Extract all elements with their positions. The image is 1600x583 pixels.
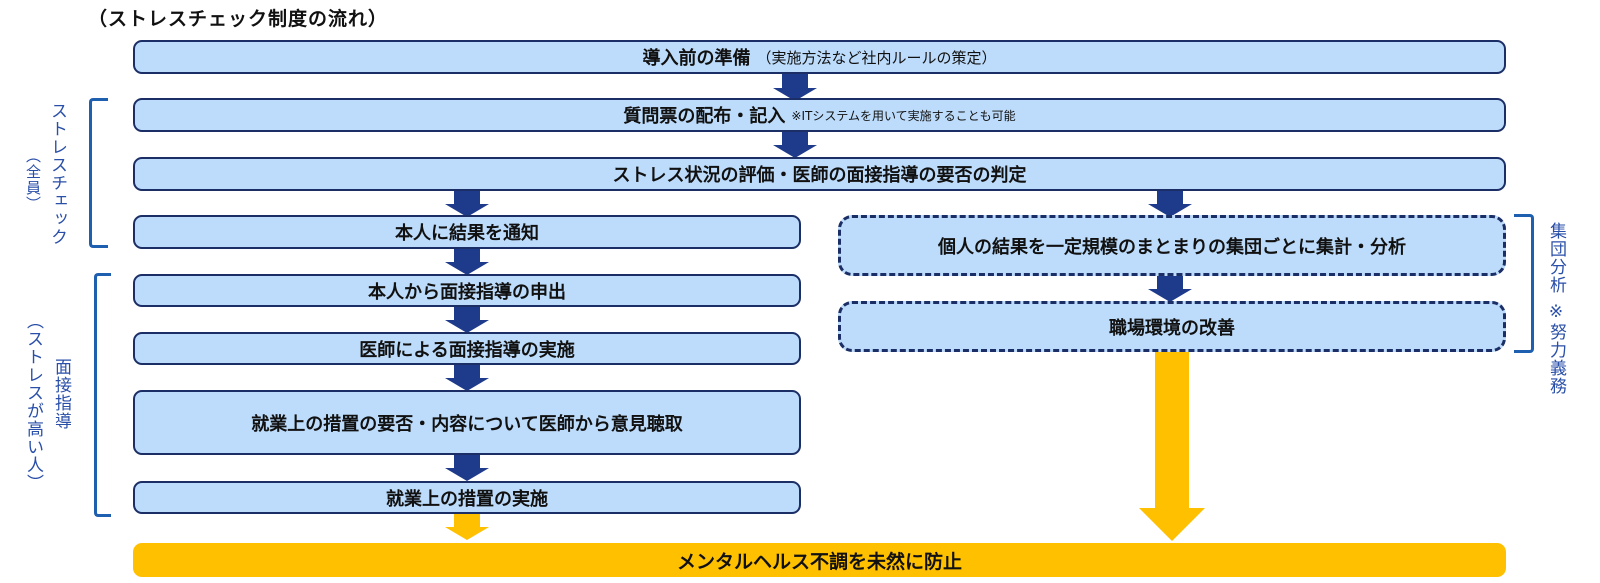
goal-label: メンタルヘルス不調を未然に防止: [676, 550, 962, 573]
step-questionnaire-label: 質問票の配布・記入: [623, 106, 786, 127]
group-analysis-label: 集団分析: [1546, 222, 1566, 294]
step-improvement: 職場環境の改善: [838, 301, 1506, 352]
stress-check-bracket: [89, 98, 108, 248]
step-interview: 医師による面接指導の実施: [133, 332, 801, 365]
step-opinion-label: 就業上の措置の要否・内容について医師から意見聴取: [251, 413, 683, 435]
step-notify: 本人に結果を通知: [133, 215, 801, 249]
step-opinion: 就業上の措置の要否・内容について医師から意見聴取: [133, 390, 801, 455]
stress-check-sublabel: （全員）: [24, 148, 42, 212]
goal-banner: メンタルヘルス不調を未然に防止: [133, 543, 1506, 577]
step-evaluation-label: ストレス状況の評価・医師の面接指導の要否の判定: [612, 165, 1027, 186]
interview-guidance-bracket: [94, 273, 111, 517]
step-group-analysis-label: 個人の結果を一定規模のまとまりの集団ごとに集計・分析: [938, 236, 1406, 258]
step-interview-label: 医師による面接指導の実施: [359, 339, 575, 361]
page-title: （ストレスチェック制度の流れ）: [88, 8, 389, 30]
stress-check-label: ストレスチェック: [47, 102, 67, 246]
step-evaluation: ストレス状況の評価・医師の面接指導の要否の判定: [133, 157, 1506, 191]
step-group-analysis: 個人の結果を一定規模のまとまりの集団ごとに集計・分析: [838, 215, 1506, 276]
step-improvement-label: 職場環境の改善: [1109, 317, 1235, 339]
step-questionnaire: 質問票の配布・記入 ※ITシステムを用いて実施することも可能: [133, 98, 1506, 132]
step-request-label: 本人から面接指導の申出: [368, 281, 566, 303]
step-measures: 就業上の措置の実施: [133, 481, 801, 514]
step-prep-label: 導入前の準備: [642, 48, 751, 69]
step-prep-sub: （実施方法など社内ルールの策定）: [756, 48, 997, 67]
group-analysis-sublabel: ※努力義務: [1546, 302, 1566, 395]
interview-guidance-sublabel: （ストレスが高い人）: [23, 312, 43, 492]
step-notify-label: 本人に結果を通知: [395, 223, 539, 244]
step-prep: 導入前の準備 （実施方法など社内ルールの策定）: [133, 40, 1506, 74]
step-questionnaire-note: ※ITシステムを用いて実施することも可能: [791, 108, 1016, 123]
interview-guidance-label: 面接指導: [51, 358, 71, 430]
group-analysis-bracket: [1514, 214, 1534, 353]
step-measures-label: 就業上の措置の実施: [386, 488, 548, 510]
step-request: 本人から面接指導の申出: [133, 274, 801, 307]
